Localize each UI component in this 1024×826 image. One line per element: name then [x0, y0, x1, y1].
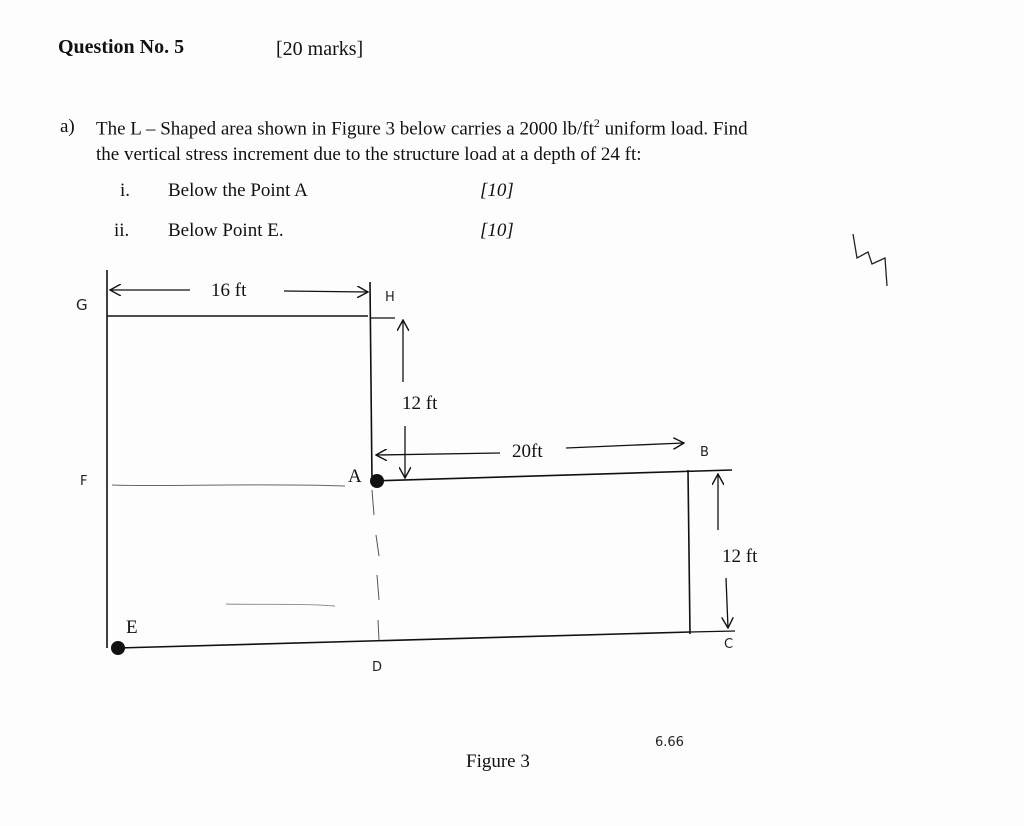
line1-superscript: 2 [593, 116, 600, 130]
dim-20ft-arrow-left [376, 453, 501, 455]
line1-tail: uniform load. Find [599, 118, 748, 140]
item-1-number: i. [120, 180, 131, 201]
handwritten-scribble [852, 233, 888, 287]
figure-caption: Figure 3 [466, 751, 530, 772]
dim-16ft-label: 16 ft [211, 280, 247, 301]
question-line-2: the vertical stress increment due to the… [96, 144, 642, 165]
handwritten-f: F [80, 474, 88, 489]
handwritten-h: H [385, 290, 395, 305]
part-label: a) [60, 116, 75, 137]
outline-right-edge [687, 469, 691, 635]
point-e-marker [111, 641, 125, 655]
handwritten-g: G [76, 296, 88, 314]
dim-12ft-lower-arrow-down [726, 577, 728, 628]
outline-step-edge [371, 469, 733, 482]
pencil-dashed-divider [371, 489, 380, 641]
item-1-text: Below the Point A [168, 180, 308, 201]
dim-12ft-upper-label: 12 ft [402, 393, 438, 414]
handwritten-b: B [700, 445, 709, 460]
pencil-mark [225, 603, 336, 607]
item-1-marks: [10] [480, 180, 514, 201]
question-line-1: The L – Shaped area shown in Figure 3 be… [96, 116, 748, 140]
dim-20ft-arrow-right [565, 443, 684, 448]
pencil-horizontal-line [111, 484, 346, 487]
dim-20ft-label: 20ft [512, 441, 543, 462]
item-2-text: Below Point E. [168, 220, 284, 241]
line1-text: The L – Shaped area shown in Figure 3 be… [96, 118, 594, 140]
dim-12ft-lower-label: 12 ft [722, 546, 758, 567]
handwritten-note: 6.66 [655, 735, 684, 750]
point-a-label: A [348, 466, 362, 487]
point-e-label: E [126, 617, 138, 638]
point-a-marker [370, 474, 384, 488]
handwritten-c: C [724, 637, 734, 652]
outline-inner-vertical-edge [369, 281, 373, 484]
outline-bottom-edge [117, 631, 691, 649]
handwritten-d: D [372, 660, 383, 675]
dim-16ft-arrow-right [283, 291, 368, 292]
item-2-number: ii. [114, 220, 130, 241]
question-title: Question No. 5 [58, 36, 185, 58]
question-marks: [20 marks] [276, 38, 364, 60]
item-2-marks: [10] [480, 220, 514, 241]
bottom-extension-line [689, 630, 736, 633]
